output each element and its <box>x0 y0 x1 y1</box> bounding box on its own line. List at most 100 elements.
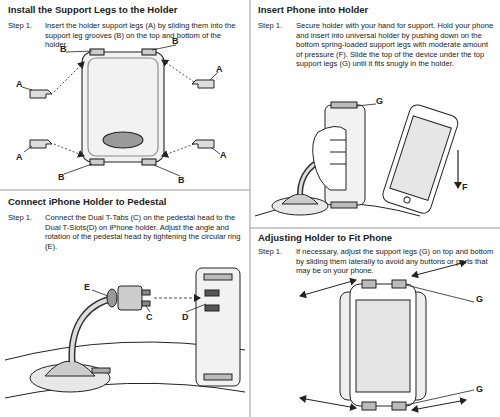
callout-letter: B <box>58 172 65 182</box>
holder-with-hand <box>331 202 357 208</box>
callout-letter: G <box>476 384 483 394</box>
pedestal <box>30 286 150 392</box>
leader-line <box>406 285 474 302</box>
callout-letter: B <box>60 44 67 54</box>
motion-arrow <box>54 62 84 92</box>
leader-line <box>66 51 92 52</box>
callout-letter: E <box>84 282 90 292</box>
panel-dividers <box>0 190 250 191</box>
support-leg <box>30 90 52 98</box>
adjust-arrow <box>300 398 356 408</box>
holder-illustration <box>82 52 164 162</box>
pedestal <box>142 301 150 306</box>
leader-line <box>212 148 220 154</box>
leader-line <box>92 290 108 296</box>
pedestal <box>72 298 116 362</box>
instruction-text: Connect the Dual T-Tabs (C) on the pedes… <box>45 213 245 251</box>
holder-with-hand <box>313 102 365 208</box>
pedestal <box>45 361 95 376</box>
leader-line <box>406 285 474 405</box>
holder-side <box>196 268 240 386</box>
holder-side <box>205 290 219 296</box>
pedestal <box>142 290 150 295</box>
holder-illustration <box>90 49 104 55</box>
step-number: Step 1. <box>8 21 32 31</box>
motion-arrow <box>162 144 194 156</box>
callout-letter: F <box>462 182 468 192</box>
callout-letter: D <box>182 312 189 322</box>
motion-arrow <box>54 60 194 156</box>
holder-illustration <box>142 159 156 165</box>
callout-letter: B <box>172 36 179 46</box>
support-leg <box>192 80 214 88</box>
callout-letter: G <box>476 294 483 304</box>
phone <box>390 116 452 201</box>
callout-letter: A <box>16 79 23 89</box>
holder-illustration <box>88 58 158 156</box>
leader-line <box>406 390 474 405</box>
holder-side <box>196 268 240 386</box>
holder-with-hand <box>331 102 357 108</box>
holder-illustration <box>90 159 104 165</box>
pedestal <box>107 289 117 307</box>
holder-illustration <box>103 132 143 148</box>
motion-arrow <box>54 144 84 156</box>
holder-side <box>205 305 219 311</box>
leader-line <box>186 304 206 312</box>
pedestal <box>118 286 142 310</box>
holder-illustration <box>82 49 164 165</box>
holder-side <box>204 274 232 280</box>
pedestal <box>92 368 110 373</box>
leader-line <box>146 306 150 312</box>
holder-front <box>362 280 376 288</box>
holder-with-hand <box>313 126 346 190</box>
callout-letter: B <box>178 175 185 185</box>
leader-line <box>457 150 458 188</box>
support-leg <box>30 80 214 148</box>
holder-side <box>204 374 232 380</box>
phone <box>381 103 460 215</box>
instruction-text: If necessary, adjust the support legs (G… <box>296 247 494 276</box>
callout-letter: A <box>216 64 223 74</box>
holder-front <box>392 280 406 288</box>
holder-front <box>340 280 426 410</box>
phone <box>381 103 460 215</box>
leader-line <box>24 146 32 152</box>
holder-with-hand <box>330 140 346 164</box>
support-leg <box>30 140 52 148</box>
adjust-arrow <box>300 262 466 410</box>
instruction-text: Secure holder with your hand for support… <box>296 21 494 69</box>
motion-arrow <box>162 60 194 82</box>
holder-front <box>362 402 376 410</box>
section-heading: Connect iPhone Holder to Pedestal <box>8 196 166 207</box>
holder-front <box>356 300 410 392</box>
leader-line <box>154 165 180 176</box>
step-number: Step 1. <box>8 213 32 223</box>
panel-dividers <box>250 228 500 229</box>
step-number: Step 1. <box>258 247 282 257</box>
callout-letter: G <box>376 96 383 106</box>
pedestal <box>282 194 318 204</box>
leader-line <box>64 164 92 174</box>
support-leg <box>192 140 214 148</box>
callout-letter: A <box>16 152 23 162</box>
phone <box>403 196 411 204</box>
leader-line <box>356 104 376 106</box>
instruction-text: Insert the holder support legs (A) by sl… <box>45 21 245 50</box>
leader-line <box>22 45 220 176</box>
section-heading: Adjusting Holder to Fit Phone <box>258 232 392 243</box>
adjust-arrow <box>300 280 356 296</box>
leader-line <box>154 298 200 299</box>
leader-line <box>356 104 458 188</box>
holder-front <box>392 402 406 410</box>
section-heading: Install the Support Legs to the Holder <box>8 4 177 15</box>
pedestal <box>72 298 116 362</box>
holder-front <box>350 284 416 406</box>
section-heading: Insert Phone into Holder <box>258 4 368 15</box>
leader-line <box>92 290 206 312</box>
leader-line <box>22 87 32 90</box>
callout-letter: A <box>220 150 227 160</box>
step-number: Step 1. <box>258 21 282 31</box>
